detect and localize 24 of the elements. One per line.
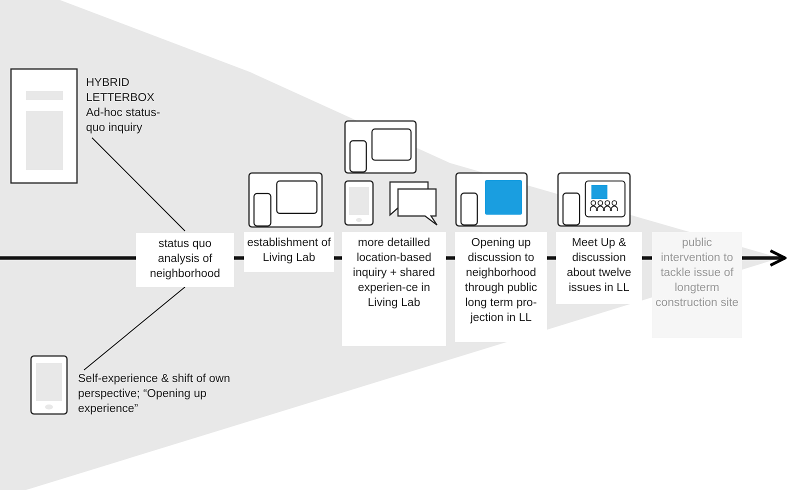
timeline-line	[547, 256, 556, 260]
step-text: establishment of Living Lab	[247, 236, 331, 266]
description-text: Ad-hoc status-quo inquiry	[86, 106, 162, 136]
timeline-line	[0, 256, 136, 260]
timeline-line	[642, 256, 652, 260]
step-box	[652, 232, 742, 338]
step-text: public intervention to tackle issue of longterm construction site	[655, 236, 739, 311]
timeline-line	[446, 256, 455, 260]
step-box	[556, 232, 642, 304]
timeline-line	[234, 256, 244, 260]
step-box	[455, 232, 547, 342]
device-title: HYBRID LETTERBOX	[86, 76, 156, 106]
step-box	[342, 232, 446, 346]
step-text: more detailled location-based inquiry + shared experien-ce in Living Lab	[352, 236, 436, 311]
step-text: status quo analysis of neighborhood	[148, 237, 222, 282]
step-box	[244, 232, 334, 272]
timeline-arrow	[742, 249, 786, 267]
step-text: Opening up discussion to neighborhood through public long term pro-jection in LL	[464, 236, 538, 326]
leader-line	[84, 286, 186, 370]
timeline-line	[334, 256, 342, 260]
description-text: Self-experience & shift of own perspective; “Opening up experience”	[78, 372, 232, 417]
leader-line	[92, 137, 186, 232]
step-text: Meet Up & discussion about twelve issues in LL	[566, 236, 632, 296]
step-box	[136, 233, 234, 287]
